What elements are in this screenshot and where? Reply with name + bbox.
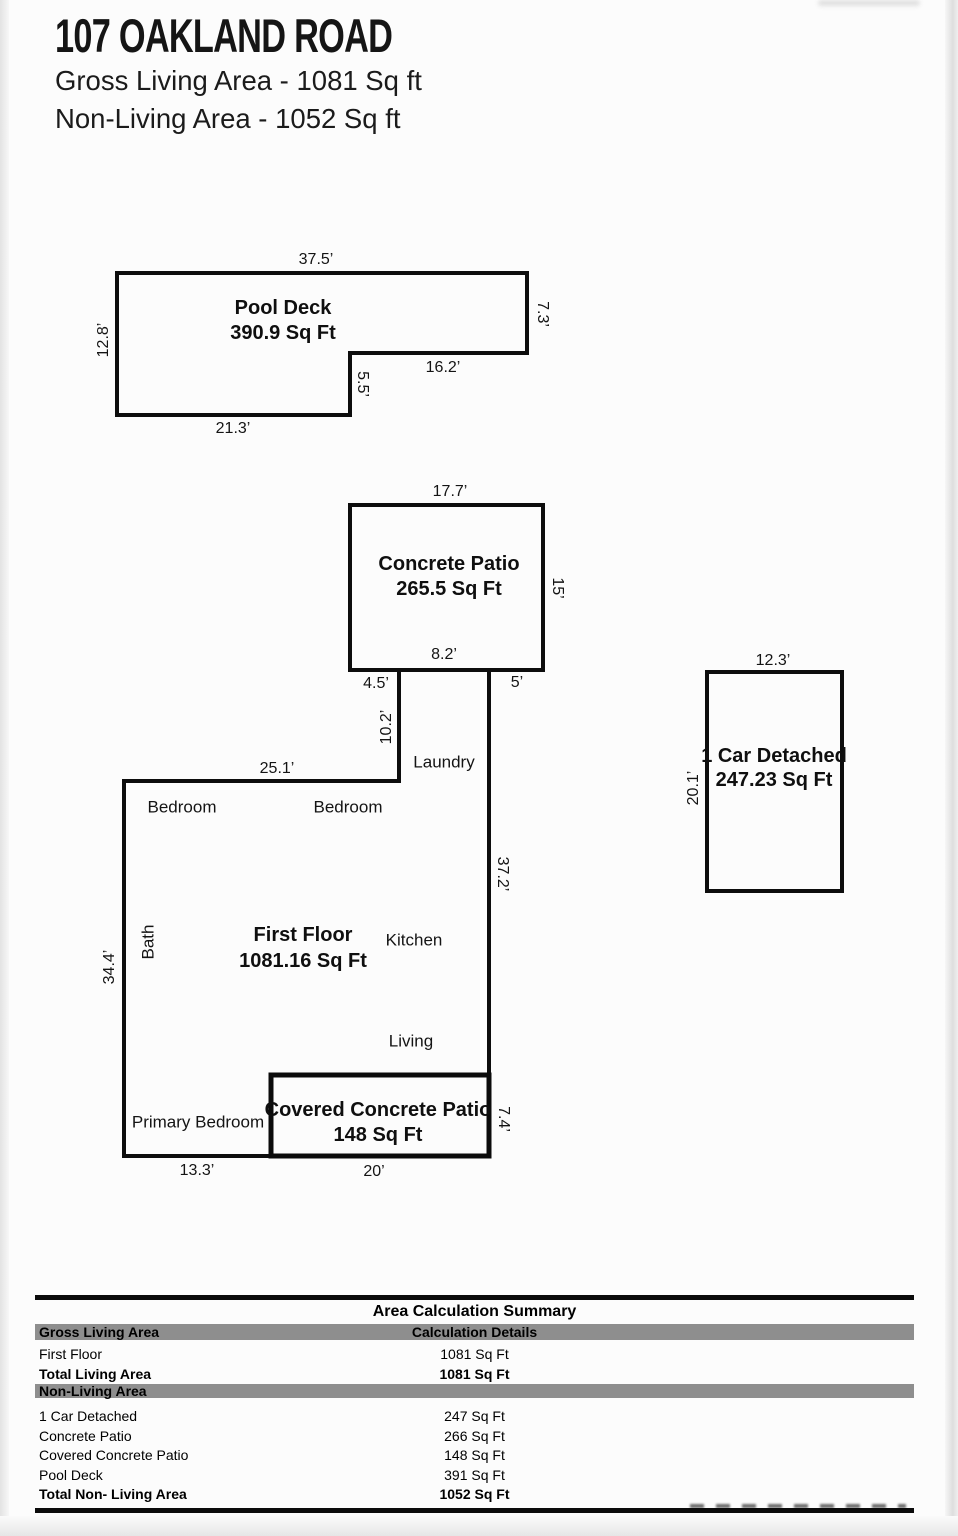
- non-living-header-bar: Non-Living Area: [35, 1384, 914, 1398]
- total-living-row: Total Living Area 1081 Sq Ft: [35, 1364, 914, 1384]
- gross-living-header-bar: Gross Living Area Calculation Details: [35, 1324, 914, 1340]
- page-title: 107 OAKLAND ROAD: [55, 9, 393, 62]
- table-row: Pool Deck 391 Sq Ft: [35, 1466, 914, 1486]
- garage-dim-top: 12.3’: [755, 652, 791, 669]
- table-row: 1 Car Detached 247 Sq Ft: [35, 1407, 914, 1427]
- concrete-patio-area: 265.5 Sq Ft: [396, 578, 502, 600]
- pool-deck-area: 390.9 Sq Ft: [230, 322, 336, 344]
- first-floor-dim-bottom-right: 20’: [363, 1163, 385, 1180]
- concrete-patio-name: Concrete Patio: [378, 553, 520, 575]
- total-non-living-row: Total Non- Living Area 1052 Sq Ft: [35, 1485, 914, 1505]
- table-title: Area Calculation Summary: [372, 1303, 577, 1320]
- first-floor-dim-right: 37.2’: [494, 856, 511, 892]
- laundry-dim-left: 10.2’: [378, 709, 395, 745]
- first-floor-dim-top: 25.1’: [259, 760, 295, 777]
- area-calculation-summary: Area Calculation Summary Gross Living Ar…: [35, 1295, 914, 1513]
- page-edge-bottom: [0, 1516, 958, 1536]
- pool-deck-name: Pool Deck: [234, 297, 332, 319]
- first-floor-dim-left: 34.4’: [101, 949, 118, 985]
- row-value: 391 Sq Ft: [444, 1466, 505, 1483]
- row-value: 266 Sq Ft: [444, 1427, 505, 1444]
- row-label: Covered Concrete Patio: [39, 1447, 189, 1464]
- pool-deck-dim-top: 37.5’: [298, 251, 334, 268]
- table-top-rule: [35, 1295, 914, 1300]
- gross-living-header: Gross Living Area: [39, 1324, 160, 1340]
- calculation-details-header: Calculation Details: [411, 1324, 538, 1340]
- page-edge-right: [945, 0, 958, 1536]
- covered-concrete-patio-outline: [268, 1072, 492, 1159]
- bedroom-label-1: Bedroom: [147, 797, 217, 817]
- living-label: Living: [388, 1031, 434, 1051]
- garage-dim-left: 20.1’: [685, 770, 702, 806]
- page-edge-left: [0, 0, 9, 1536]
- concrete-patio-dim-right: 15’: [549, 577, 566, 599]
- concrete-patio-dim-bottom-right: 5’: [510, 674, 524, 691]
- first-floor-outline: [122, 668, 491, 1158]
- pool-deck-dim-left: 12.8’: [95, 322, 112, 358]
- row-value: 1052 Sq Ft: [439, 1486, 510, 1503]
- pool-deck-dim-bottom: 21.3’: [215, 420, 251, 437]
- gross-living-area-subtitle: Gross Living Area - 1081 Sq ft: [55, 65, 422, 96]
- covered-patio-dim-right: 7.4’: [495, 1106, 512, 1132]
- pool-deck-outline: [115, 271, 529, 417]
- row-value: 1081 Sq Ft: [439, 1366, 510, 1382]
- laundry-room-label: Laundry: [413, 752, 475, 772]
- table-row: First Floor 1081 Sq Ft: [35, 1344, 914, 1364]
- living-rows: First Floor 1081 Sq Ft Total Living Area…: [35, 1344, 914, 1384]
- first-floor-dim-bottom-left: 13.3’: [179, 1162, 215, 1179]
- row-label: Concrete Patio: [39, 1427, 132, 1444]
- pool-deck-dim-right: 7.3’: [534, 301, 551, 327]
- row-label: Total Non- Living Area: [39, 1486, 187, 1503]
- non-living-area-subtitle: Non-Living Area - 1052 Sq ft: [55, 103, 401, 134]
- table-bottom-rule: [35, 1507, 914, 1513]
- bath-label: Bath: [138, 924, 158, 960]
- kitchen-label: Kitchen: [385, 930, 443, 950]
- row-label: Pool Deck: [39, 1466, 103, 1483]
- row-label: Total Living Area: [39, 1366, 152, 1382]
- concrete-patio-dim-bottom-left: 4.5’: [363, 675, 389, 692]
- first-floor-area: 1081.16 Sq Ft: [239, 950, 367, 972]
- garage-area: 247.23 Sq Ft: [715, 769, 833, 791]
- bedroom-label-2: Bedroom: [313, 797, 383, 817]
- covered-patio-area: 148 Sq Ft: [333, 1124, 423, 1146]
- garage-name: 1 Car Detached: [701, 745, 847, 767]
- header: 107 OAKLAND ROAD Gross Living Area - 108…: [55, 10, 517, 138]
- row-value: 148 Sq Ft: [444, 1447, 505, 1464]
- non-living-rows: 1 Car Detached 247 Sq Ft Concrete Patio …: [35, 1407, 914, 1505]
- redacted-watermark-bottom: [690, 1504, 906, 1508]
- primary-bedroom-label: Primary Bedroom: [131, 1112, 265, 1132]
- concrete-patio-dim-top: 17.7’: [432, 483, 468, 500]
- pool-deck-dim-notch: 5.5’: [354, 371, 371, 397]
- concrete-patio-dim-bottom-inner: 8.2’: [431, 646, 457, 663]
- pool-deck-dim-inner: 16.2’: [425, 359, 461, 376]
- non-living-header: Non-Living Area: [39, 1383, 147, 1399]
- row-label: First Floor: [39, 1346, 102, 1362]
- table-row: Concrete Patio 266 Sq Ft: [35, 1427, 914, 1447]
- row-value: 247 Sq Ft: [444, 1408, 505, 1424]
- row-label: 1 Car Detached: [39, 1408, 138, 1424]
- cropped-watermark-top: [818, 0, 920, 6]
- covered-patio-name: Covered Concrete Patio: [264, 1099, 492, 1121]
- first-floor-name: First Floor: [253, 924, 353, 946]
- row-value: 1081 Sq Ft: [440, 1346, 509, 1362]
- table-row: Covered Concrete Patio 148 Sq Ft: [35, 1446, 914, 1466]
- garage-outline: [705, 670, 844, 893]
